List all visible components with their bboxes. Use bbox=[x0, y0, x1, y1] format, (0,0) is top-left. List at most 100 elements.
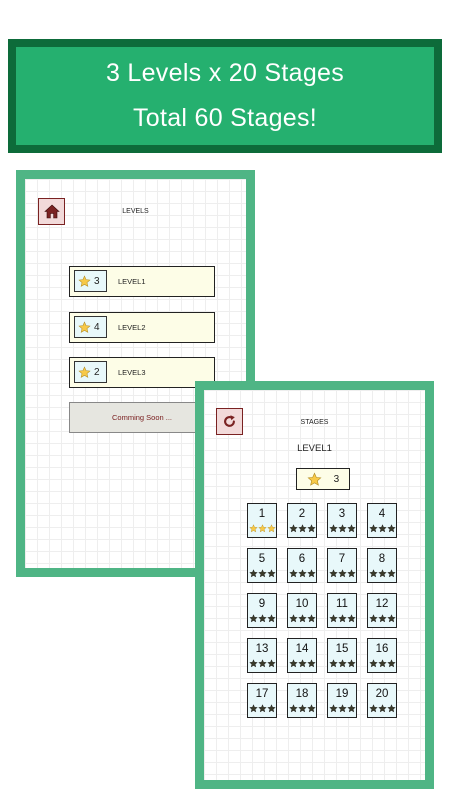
stage-number: 2 bbox=[298, 508, 306, 520]
star-empty-icon bbox=[257, 614, 267, 623]
star-empty-icon bbox=[328, 614, 338, 623]
levels-title: LEVELS bbox=[122, 208, 149, 215]
star-icon bbox=[78, 365, 91, 378]
level-stars-badge: 2 bbox=[74, 361, 107, 383]
stage-number: 15 bbox=[335, 643, 349, 655]
star-empty-icon bbox=[337, 524, 347, 533]
stage-stars bbox=[328, 614, 356, 623]
star-empty-icon bbox=[386, 659, 396, 668]
stage-stars bbox=[248, 569, 276, 578]
refresh-button[interactable] bbox=[216, 408, 243, 435]
level-row-1[interactable]: 3 LEVEL1 bbox=[69, 266, 215, 297]
stages-title: STAGES bbox=[300, 419, 329, 426]
stage-number: 16 bbox=[375, 643, 389, 655]
stage-stars bbox=[288, 704, 316, 713]
level-label: LEVEL3 bbox=[118, 368, 146, 377]
star-empty-icon bbox=[288, 569, 298, 578]
star-empty-icon bbox=[306, 614, 316, 623]
levels-screen-frame: LEVELS 3 LEVEL1 4 LEVEL2 2 LEVEL3 Commin… bbox=[16, 170, 255, 577]
stage-stars bbox=[248, 524, 276, 533]
star-icon bbox=[78, 320, 91, 333]
star-empty-icon bbox=[377, 614, 387, 623]
home-icon bbox=[43, 204, 60, 219]
star-empty-icon bbox=[377, 659, 387, 668]
stage-button-4[interactable]: 4 bbox=[367, 503, 397, 538]
stage-stars bbox=[288, 614, 316, 623]
stage-stars bbox=[248, 704, 276, 713]
stage-stars bbox=[368, 704, 396, 713]
level-stars-count: 4 bbox=[94, 321, 100, 333]
stage-number: 12 bbox=[375, 598, 389, 610]
star-empty-icon bbox=[257, 659, 267, 668]
stage-button-1[interactable]: 1 bbox=[247, 503, 277, 538]
star-empty-icon bbox=[346, 524, 356, 533]
coming-soon-button[interactable]: Comming Soon ... bbox=[69, 402, 215, 433]
star-empty-icon bbox=[306, 704, 316, 713]
stage-stars bbox=[368, 524, 396, 533]
level-stars-badge: 3 bbox=[74, 270, 107, 292]
star-empty-icon bbox=[266, 704, 276, 713]
star-empty-icon bbox=[337, 614, 347, 623]
stage-button-16[interactable]: 16 bbox=[367, 638, 397, 673]
star-empty-icon bbox=[257, 569, 267, 578]
stage-button-8[interactable]: 8 bbox=[367, 548, 397, 583]
star-empty-icon bbox=[306, 659, 316, 668]
stage-stars bbox=[368, 614, 396, 623]
stage-button-10[interactable]: 10 bbox=[287, 593, 317, 628]
stage-button-11[interactable]: 11 bbox=[327, 593, 357, 628]
stage-button-18[interactable]: 18 bbox=[287, 683, 317, 718]
stage-stars bbox=[368, 569, 396, 578]
star-empty-icon bbox=[297, 569, 307, 578]
star-empty-icon bbox=[386, 524, 396, 533]
star-empty-icon bbox=[248, 614, 258, 623]
star-empty-icon bbox=[297, 659, 307, 668]
stage-number: 5 bbox=[258, 553, 266, 565]
level-row-2[interactable]: 4 LEVEL2 bbox=[69, 312, 215, 343]
level-stars-badge: 4 bbox=[74, 316, 107, 338]
stage-button-17[interactable]: 17 bbox=[247, 683, 277, 718]
stage-button-15[interactable]: 15 bbox=[327, 638, 357, 673]
stage-button-5[interactable]: 5 bbox=[247, 548, 277, 583]
star-empty-icon bbox=[297, 524, 307, 533]
stage-number: 10 bbox=[295, 598, 309, 610]
stage-number: 6 bbox=[298, 553, 306, 565]
stage-number: 13 bbox=[255, 643, 269, 655]
stage-button-6[interactable]: 6 bbox=[287, 548, 317, 583]
stage-stars bbox=[248, 614, 276, 623]
stage-button-9[interactable]: 9 bbox=[247, 593, 277, 628]
home-button[interactable] bbox=[38, 198, 65, 225]
level-row-3[interactable]: 2 LEVEL3 bbox=[69, 357, 215, 388]
star-empty-icon bbox=[297, 704, 307, 713]
star-empty-icon bbox=[386, 704, 396, 713]
total-stars-count: 3 bbox=[333, 473, 340, 485]
stage-number: 1 bbox=[258, 508, 266, 520]
stage-button-2[interactable]: 2 bbox=[287, 503, 317, 538]
star-empty-icon bbox=[337, 569, 347, 578]
stage-stars bbox=[328, 524, 356, 533]
stage-button-14[interactable]: 14 bbox=[287, 638, 317, 673]
star-empty-icon bbox=[346, 614, 356, 623]
stage-stars bbox=[328, 659, 356, 668]
stage-button-13[interactable]: 13 bbox=[247, 638, 277, 673]
stage-button-7[interactable]: 7 bbox=[327, 548, 357, 583]
star-empty-icon bbox=[266, 659, 276, 668]
star-empty-icon bbox=[306, 569, 316, 578]
level-label: LEVEL2 bbox=[118, 323, 146, 332]
stage-button-12[interactable]: 12 bbox=[367, 593, 397, 628]
star-empty-icon bbox=[346, 659, 356, 668]
current-level-name: LEVEL1 bbox=[297, 443, 332, 454]
stage-number: 3 bbox=[338, 508, 346, 520]
star-empty-icon bbox=[328, 659, 338, 668]
star-empty-icon bbox=[288, 524, 298, 533]
star-empty-icon bbox=[257, 704, 267, 713]
stage-button-3[interactable]: 3 bbox=[327, 503, 357, 538]
stage-stars bbox=[288, 569, 316, 578]
star-empty-icon bbox=[377, 569, 387, 578]
star-empty-icon bbox=[368, 524, 378, 533]
stage-button-19[interactable]: 19 bbox=[327, 683, 357, 718]
stage-number: 8 bbox=[378, 553, 386, 565]
star-empty-icon bbox=[288, 659, 298, 668]
stage-button-20[interactable]: 20 bbox=[367, 683, 397, 718]
stage-stars bbox=[288, 659, 316, 668]
